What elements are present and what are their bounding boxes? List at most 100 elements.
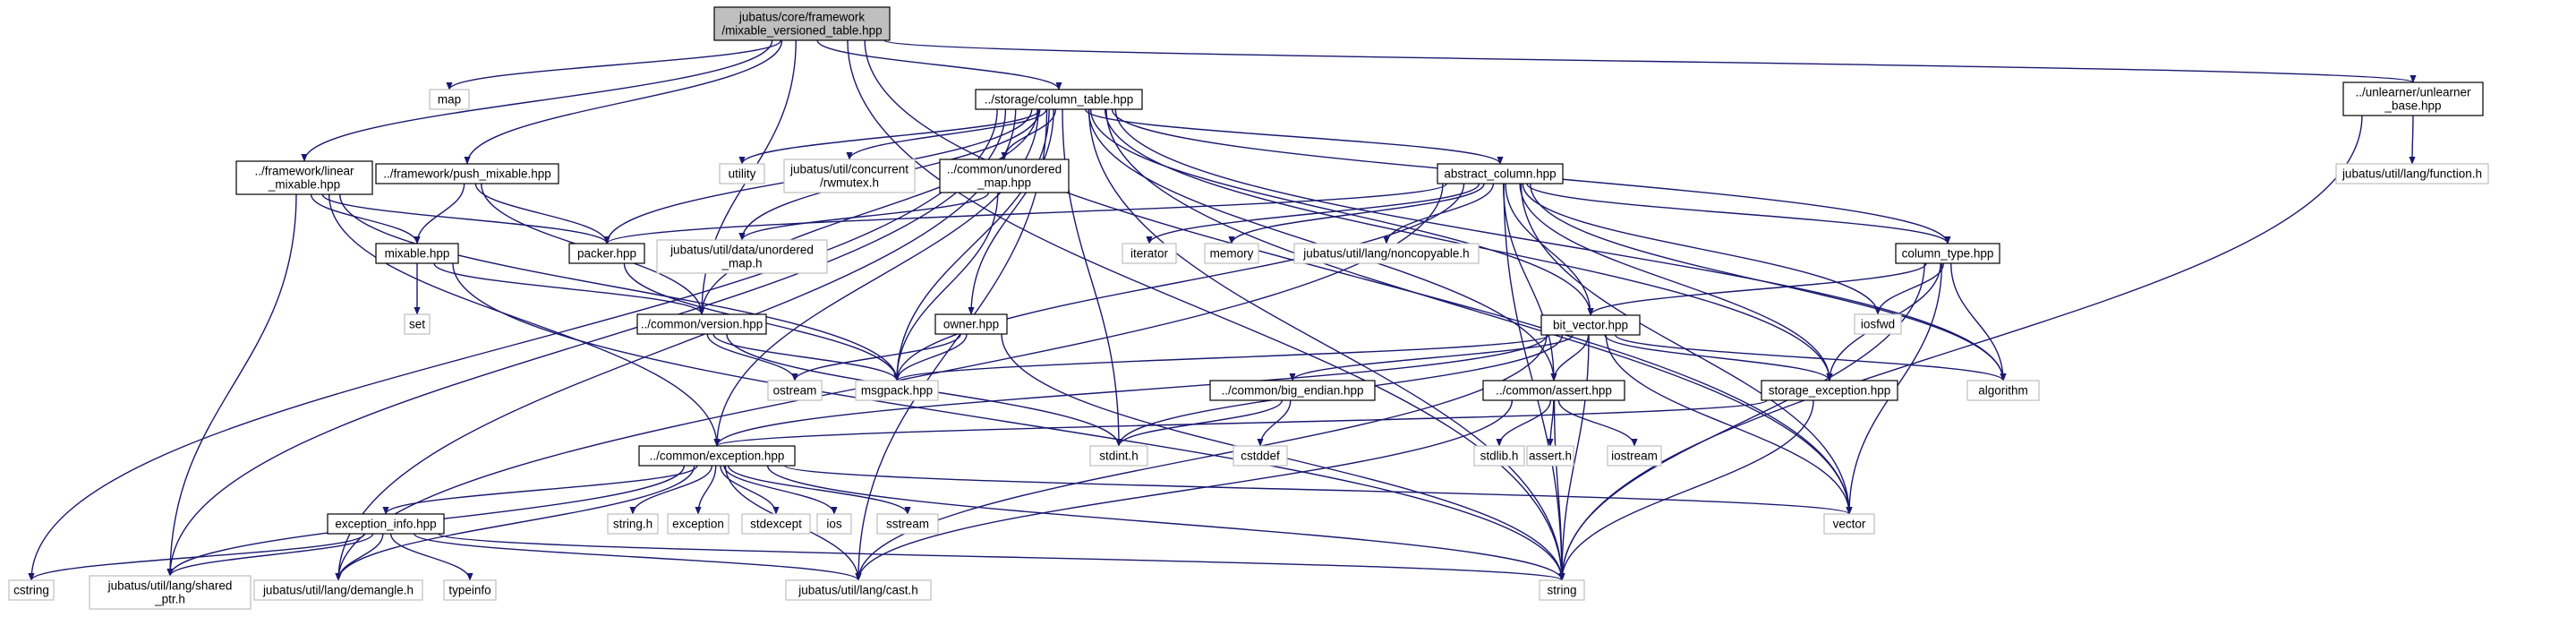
node-exception-info[interactable]: exception_info.hpp — [327, 513, 445, 535]
node-assert-h-label: assert.h — [1529, 450, 1572, 463]
node-common-unordered-map[interactable]: ../common/unordered_map.hpp — [939, 159, 1070, 193]
edge-linear-to-msgpack — [339, 193, 900, 381]
node-common-version-label: ../common/version.hpp — [641, 318, 763, 331]
node-storage-exception[interactable]: storage_exception.hpp — [1761, 380, 1898, 401]
edge-mixable-to-version — [433, 262, 705, 315]
edge-coltable-to-utility — [738, 108, 1041, 165]
node-iterator: iterator — [1122, 243, 1177, 264]
node-abstract-column[interactable]: abstract_column.hpp — [1437, 163, 1564, 184]
node-msgpack: msgpack.hpp — [855, 380, 939, 401]
node-common-assert-label: ../common/assert.hpp — [1496, 384, 1612, 398]
node-string: string — [1539, 579, 1585, 601]
node-unlearner-base[interactable]: ../unlearner/unlearner_base.hpp — [2342, 81, 2484, 116]
node-iterator-box — [1122, 243, 1177, 264]
edge-excinfo-to-cast — [413, 533, 862, 581]
edge-excinfo-to-demangle — [335, 533, 384, 581]
node-stdint-box — [1089, 445, 1148, 467]
node-string-h-box — [607, 513, 659, 535]
edge-bitvec-to-exception — [713, 334, 1548, 447]
node-bit-vector-box — [1540, 314, 1641, 336]
edge-coltype-to-algorithm — [1950, 262, 2007, 381]
node-exception-std: exception — [667, 513, 729, 535]
node-algorithm-label: algorithm — [1978, 384, 2028, 398]
node-column-table[interactable]: ../storage/column_table.hpp — [975, 89, 1143, 110]
edge-root-to-push — [464, 39, 783, 165]
node-exception-info-box — [327, 513, 445, 535]
node-linear-mixable[interactable]: ../framework/linear_mixable.hpp — [235, 160, 373, 195]
node-cstring-box — [8, 579, 55, 601]
node-packer[interactable]: packer.hpp — [568, 243, 645, 264]
node-ios-label: ios — [826, 518, 842, 531]
node-exception-info-label: exception_info.hpp — [335, 518, 436, 531]
node-function-h-box — [2335, 163, 2489, 184]
node-algorithm-box — [1966, 380, 2040, 401]
edge-assert-to-stdlib — [1496, 399, 1552, 447]
node-data-unordered-map: jubatus/util/data/unordered_map.h — [656, 239, 828, 274]
node-common-exception[interactable]: ../common/exception.hpp — [638, 445, 796, 467]
node-column-type-label: column_type.hpp — [1902, 247, 1994, 261]
edge-excinfo-to-sharedptr — [166, 533, 374, 577]
edge-bitvec-to-cast — [855, 334, 1548, 581]
node-vector: vector — [1823, 513, 1875, 535]
node-common-unordered-map-box — [939, 159, 1070, 193]
node-memory: memory — [1204, 243, 1259, 264]
node-set-box — [404, 313, 431, 335]
node-stdlib-label: stdlib.h — [1480, 450, 1519, 463]
node-stdexcept: stdexcept — [741, 513, 811, 535]
node-rwmutex-label: /rwmutex.h — [820, 176, 879, 190]
node-function-h-label: jubatus/util/lang/function.h — [2341, 167, 2482, 181]
edge-bitvec-to-algorithm — [1614, 334, 2007, 381]
edge-coltable-to-abscol — [1084, 108, 1504, 165]
node-owner[interactable]: owner.hpp — [934, 313, 1008, 335]
node-iosfwd: iosfwd — [1854, 313, 1902, 335]
node-mixable-label: mixable.hpp — [385, 247, 450, 261]
edge-linear-to-packer — [321, 193, 610, 244]
edge-abscol-to-iterator — [1146, 183, 1480, 244]
edge-abscol-to-memory — [1228, 183, 1485, 244]
node-shared-ptr: jubatus/util/lang/shared_ptr.h — [89, 575, 252, 610]
dependency-edges — [28, 39, 2416, 581]
edge-coltable-to-string — [1088, 108, 1565, 581]
edge-unordmap-to-msgpack — [893, 192, 999, 381]
node-msgpack-label: msgpack.hpp — [861, 384, 933, 398]
node-noncopyable-box — [1293, 243, 1480, 264]
edge-bitvec-to-vector — [1605, 334, 1853, 515]
edge-coltype-to-bitvec — [1587, 262, 1927, 316]
node-packer-box — [568, 243, 645, 264]
node-cast: jubatus/util/lang/cast.h — [785, 579, 932, 601]
node-common-big-endian[interactable]: ../common/big_endian.hpp — [1209, 380, 1376, 401]
node-column-type[interactable]: column_type.hpp — [1895, 243, 2000, 264]
edge-coltable-to-msgpack — [893, 108, 1050, 381]
node-string-h-label: string.h — [613, 518, 653, 531]
node-memory-label: memory — [1210, 247, 1254, 261]
node-cast-label: jubatus/util/lang/cast.h — [798, 584, 918, 597]
node-utility: utility — [719, 163, 765, 184]
node-mixable-versioned-table[interactable]: jubatus/core/framework/mixable_versioned… — [713, 6, 891, 41]
node-column-type-box — [1895, 243, 2000, 264]
edge-bitvec-to-assert — [1550, 334, 1590, 381]
node-abstract-column-box — [1437, 163, 1564, 184]
node-common-unordered-map-label: _map.hpp — [977, 176, 1031, 190]
node-mixable-versioned-table-label: /mixable_versioned_table.hpp — [721, 24, 882, 38]
edge-storexc-to-exception — [713, 399, 1768, 447]
node-mixable-versioned-table-label: jubatus/core/framework — [738, 11, 866, 24]
node-push-mixable[interactable]: ../framework/push_mixable.hpp — [375, 163, 559, 184]
edge-assert-to-iostream — [1557, 399, 1638, 447]
node-demangle-box — [253, 579, 423, 601]
edge-unlearner-to-function — [2409, 115, 2416, 165]
node-mixable[interactable]: mixable.hpp — [375, 243, 459, 264]
node-demangle-label: jubatus/util/lang/demangle.h — [262, 584, 414, 597]
node-bit-vector[interactable]: bit_vector.hpp — [1540, 314, 1641, 336]
node-ostream-box — [767, 380, 823, 401]
node-map-label: map — [438, 93, 461, 107]
edge-push-to-mixable — [414, 183, 465, 244]
node-iostream: iostream — [1607, 445, 1662, 467]
node-common-version[interactable]: ../common/version.hpp — [636, 313, 767, 335]
edge-root-to-string — [847, 39, 1565, 581]
edge-exception-to-sstream — [728, 465, 911, 515]
node-common-assert-box — [1482, 380, 1625, 401]
node-common-exception-box — [638, 445, 796, 467]
node-set: set — [404, 313, 431, 335]
node-assert-h: assert.h — [1526, 445, 1574, 467]
node-common-assert[interactable]: ../common/assert.hpp — [1482, 380, 1625, 401]
